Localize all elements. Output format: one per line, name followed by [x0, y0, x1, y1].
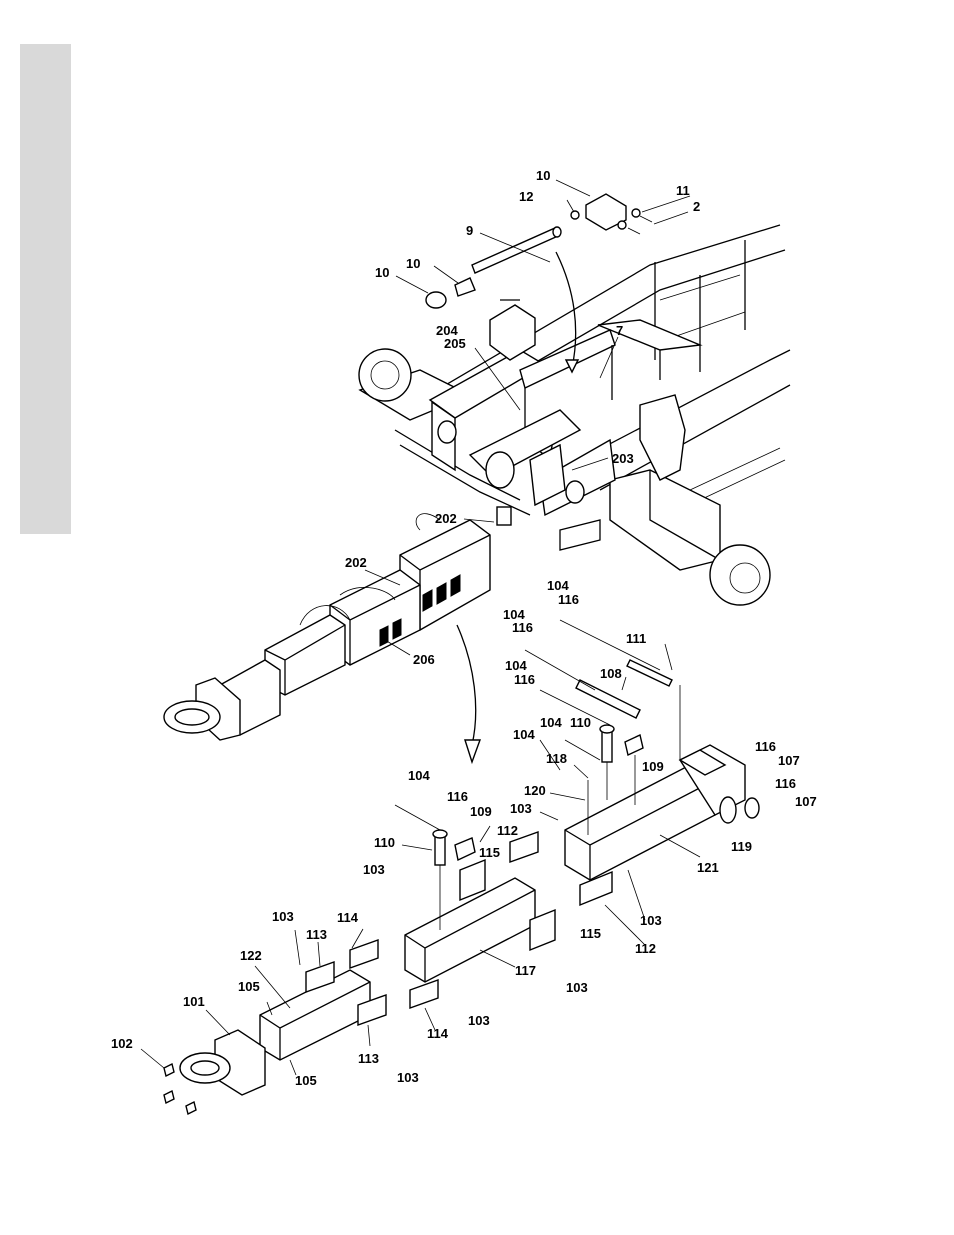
callout-10b: 10 — [406, 256, 420, 271]
callout-110b: 110 — [374, 835, 395, 850]
callout-103f: 103 — [468, 1013, 490, 1028]
callout-103g: 103 — [397, 1070, 419, 1085]
callout-109a: 109 — [642, 759, 664, 774]
callout-9: 9 — [466, 223, 473, 238]
callout-202a: 202 — [435, 511, 457, 526]
callout-116f: 116 — [447, 789, 468, 804]
callout-102: 102 — [111, 1036, 133, 1051]
callout-10a: 10 — [536, 168, 550, 183]
callout-119: 119 — [731, 839, 752, 854]
callout-205: 205 — [444, 336, 466, 351]
callout-105a: 105 — [238, 979, 260, 994]
callout-108: 108 — [600, 666, 622, 681]
callout-107a: 107 — [778, 753, 800, 768]
callout-118: 118 — [546, 751, 567, 766]
callout-11: 11 — [676, 183, 690, 198]
callout-104d: 104 — [540, 715, 562, 730]
callout-121: 121 — [697, 860, 719, 875]
callout-117: 117 — [515, 963, 536, 978]
callout-101: 101 — [183, 994, 205, 1009]
callout-115b: 115 — [580, 926, 601, 941]
callout-104e: 104 — [513, 727, 535, 742]
callout-112b: 112 — [635, 941, 656, 956]
callout-114b: 114 — [427, 1026, 449, 1041]
callout-7: 7 — [616, 323, 623, 338]
callout-120: 120 — [524, 783, 546, 798]
callout-107b: 107 — [795, 794, 817, 809]
callout-2: 2 — [693, 199, 700, 214]
callout-103e: 103 — [566, 980, 588, 995]
callout-115a: 115 — [479, 845, 500, 860]
callout-103a: 103 — [510, 801, 532, 816]
callout-111: 111 — [626, 631, 646, 646]
callout-113a: 113 — [306, 927, 327, 942]
callout-105b: 105 — [295, 1073, 317, 1088]
callout-110a: 110 — [570, 715, 591, 730]
callout-109b: 109 — [470, 804, 492, 819]
callout-114a: 114 — [337, 910, 359, 925]
callout-112a: 112 — [497, 823, 518, 838]
callout-116a: 116 — [558, 592, 579, 607]
pin-assembly-top — [426, 194, 652, 308]
callout-104a: 104 — [547, 578, 569, 593]
callout-203: 203 — [612, 451, 634, 466]
callout-104c: 104 — [505, 658, 527, 673]
callout-116b: 116 — [512, 620, 533, 635]
callout-202b: 202 — [345, 555, 367, 570]
callout-113b: 113 — [358, 1051, 379, 1066]
callout-103d: 103 — [272, 909, 294, 924]
hitch-tongue-206 — [164, 507, 511, 740]
callout-206: 206 — [413, 652, 435, 667]
callout-104f: 104 — [408, 768, 430, 783]
callout-116d: 116 — [755, 739, 776, 754]
callout-116e: 116 — [775, 776, 796, 791]
callout-122: 122 — [240, 948, 262, 963]
callout-103b: 103 — [363, 862, 385, 877]
callout-103c: 103 — [640, 913, 662, 928]
callout-12: 12 — [519, 189, 533, 204]
callout-10c: 10 — [375, 265, 389, 280]
callout-116c: 116 — [514, 672, 535, 687]
